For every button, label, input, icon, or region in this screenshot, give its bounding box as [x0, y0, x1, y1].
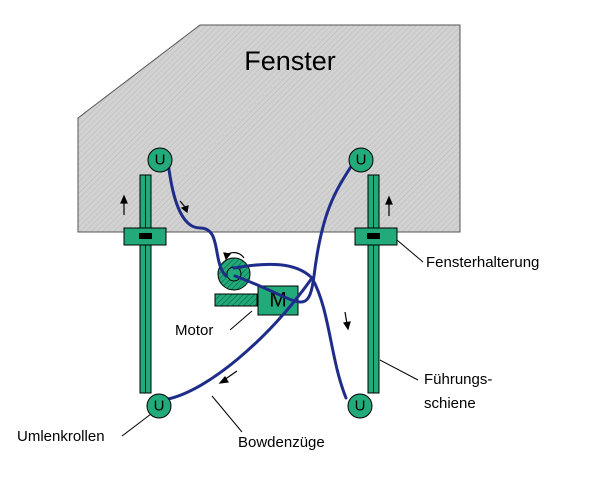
motor-icon: M — [257, 285, 299, 316]
window-label: Fenster — [244, 46, 336, 76]
label-guide-rail-line1: Führungs- — [424, 371, 492, 388]
window-pane — [77, 24, 461, 233]
pulley-symbol: U — [154, 398, 165, 415]
label-cables: Bowdenzüge — [238, 434, 325, 451]
label-guide-rail-line2: schiene — [424, 395, 476, 412]
label-pulleys: Umlenkrollen — [17, 428, 105, 445]
left-guide-rail — [139, 174, 152, 394]
motor-symbol: M — [269, 289, 287, 312]
arrow-icon — [120, 194, 393, 384]
pulley-symbol: U — [155, 152, 166, 169]
pulley-symbol: U — [355, 398, 366, 415]
leader-lines — [121, 239, 424, 437]
pulley-icon: U — [348, 147, 374, 173]
motor-worm-shaft — [214, 293, 258, 307]
right-guide-rail — [367, 174, 380, 394]
rotation-arrow-icon — [223, 252, 245, 261]
left-window-bracket — [123, 227, 167, 246]
label-motor: Motor — [175, 322, 213, 339]
label-window-bracket: Fensterhalterung — [426, 254, 539, 271]
pulley-icon: U — [347, 393, 373, 419]
pulley-symbol: U — [356, 152, 367, 169]
pulley-icon: U — [147, 147, 173, 173]
pulley-icon: U — [146, 393, 172, 419]
bowden-cables — [166, 160, 356, 401]
right-window-bracket — [354, 227, 398, 246]
